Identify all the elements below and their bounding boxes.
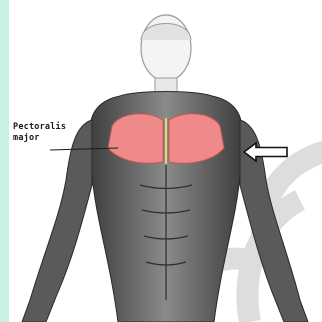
muscle-label: Pectoralis major bbox=[13, 122, 66, 144]
left-arm bbox=[22, 120, 92, 322]
pectoralis-major-highlight bbox=[108, 114, 224, 164]
head bbox=[141, 15, 191, 94]
